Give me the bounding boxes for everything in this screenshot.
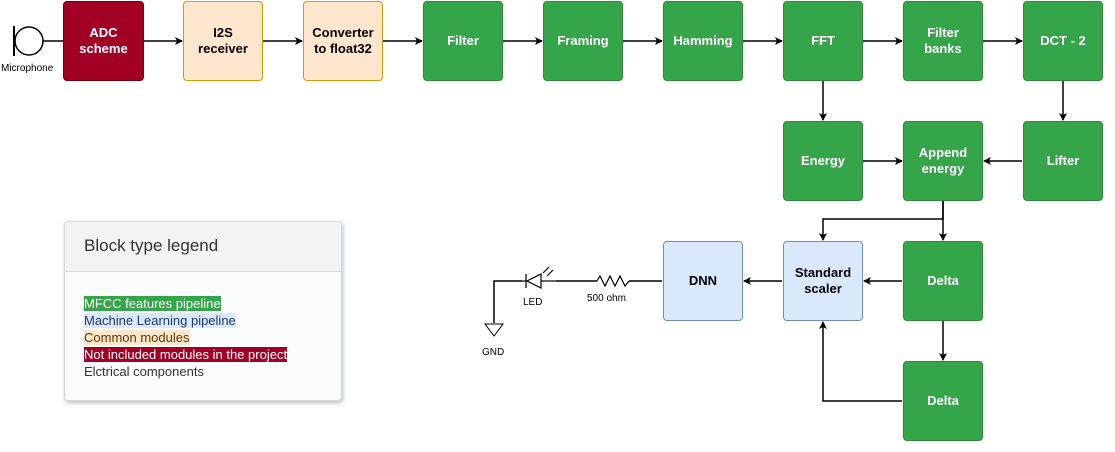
block-lifter: Lifter: [1023, 121, 1103, 201]
block-dnn: DNN: [663, 241, 743, 321]
legend-item-electrical: Elctrical components: [84, 364, 204, 379]
block-delta-1: Delta: [903, 241, 983, 321]
legend-item-common: Common modules: [84, 330, 190, 345]
block-append-energy: Append energy: [903, 121, 983, 201]
block-delta-2: Delta: [903, 361, 983, 441]
legend-item-ml: Machine Learning pipeline: [84, 313, 236, 328]
legend-header: Block type legend: [65, 222, 341, 272]
edge-delta2-scaler: [819, 321, 902, 402]
gnd-label: GND: [482, 347, 505, 358]
gnd-icon: [484, 323, 504, 337]
resistor-icon: [596, 274, 630, 288]
wire-led-gnd: [493, 280, 522, 323]
block-i2s-receiver: I2S receiver: [183, 1, 263, 81]
block-filter-banks: Filter banks: [903, 1, 983, 81]
led-label: LED: [523, 297, 543, 308]
resistor-label: 500 ohm: [587, 293, 626, 304]
legend-panel: Block type legend MFCC features pipeline…: [64, 221, 342, 401]
legend-item-excluded: Not included modules in the project: [84, 347, 288, 362]
block-hamming: Hamming: [663, 1, 743, 81]
legend-title: Block type legend: [84, 236, 219, 255]
edge-append-scaler: [819, 201, 944, 241]
connectors: [43, 37, 1067, 402]
microphone-icon: [13, 26, 44, 56]
block-fft: FFT: [783, 1, 863, 81]
block-filter: Filter: [423, 1, 503, 81]
microphone-label: Microphone: [1, 63, 54, 74]
block-framing: Framing: [543, 1, 623, 81]
block-converter: Converter to float32: [303, 1, 383, 81]
legend-item-mfcc: MFCC features pipeline: [84, 296, 221, 311]
led-icon: [522, 266, 556, 289]
block-standard-scaler: Standard scaler: [783, 241, 863, 321]
block-dct-2: DCT - 2: [1023, 1, 1103, 81]
block-adc-scheme: ADC scheme: [63, 1, 144, 81]
block-energy: Energy: [783, 121, 863, 201]
